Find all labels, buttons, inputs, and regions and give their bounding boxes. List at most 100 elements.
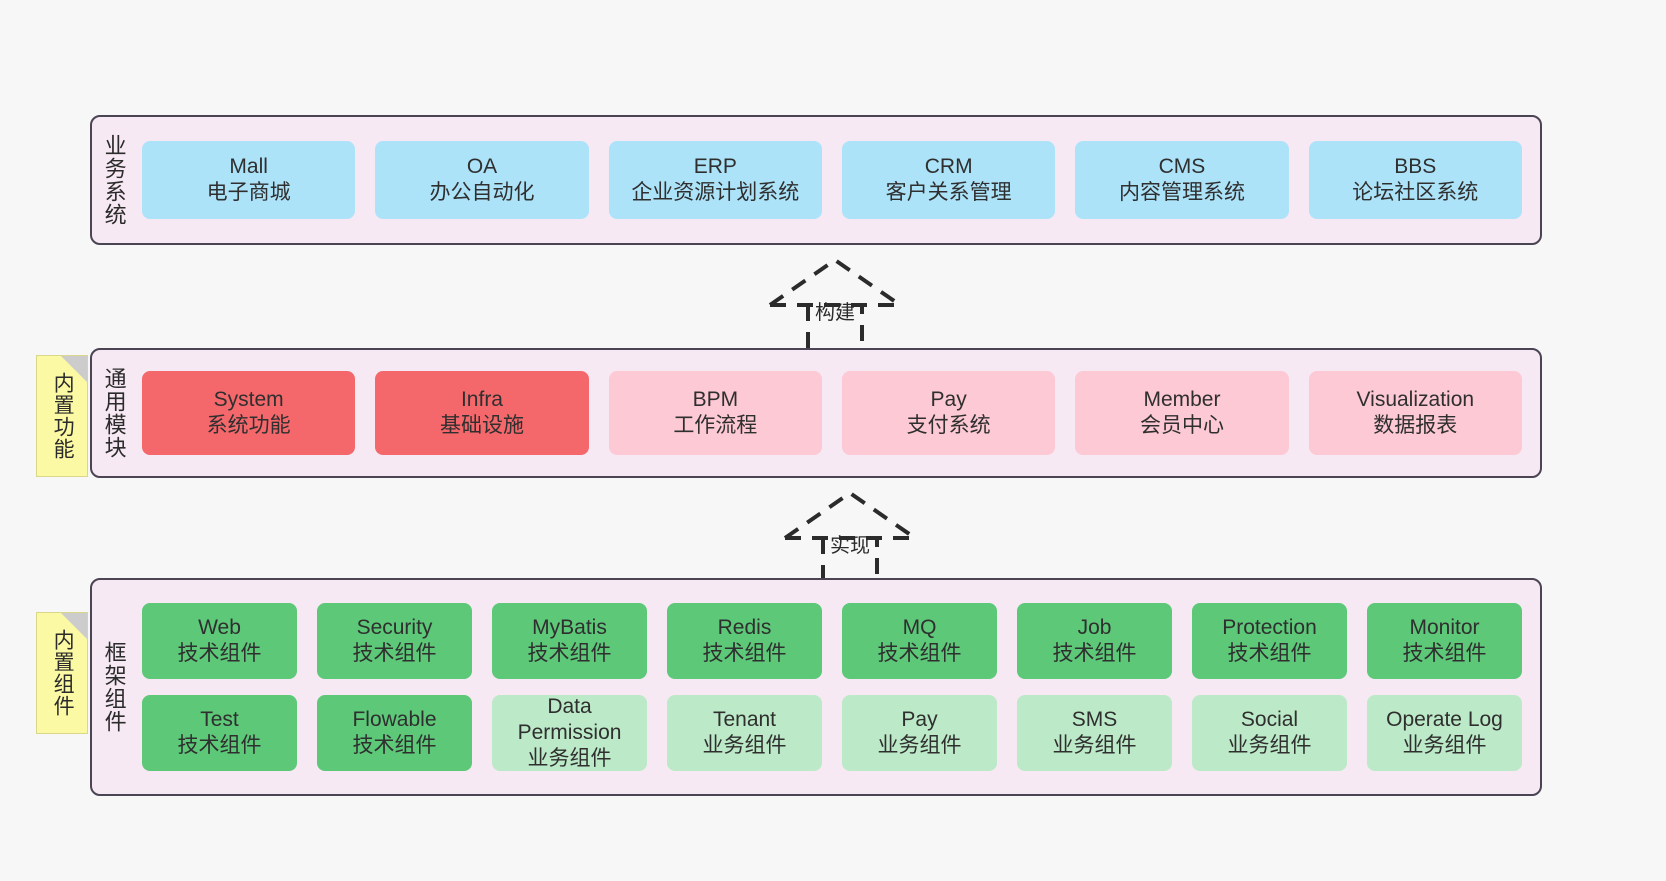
node-title: CMS [1158, 154, 1206, 178]
sticky-note-label-features: 内置功能 [51, 372, 75, 460]
tech-component-mq[interactable]: MQ 技术组件 [842, 603, 997, 679]
module-node-system[interactable]: System 系统功能 [142, 371, 356, 455]
layer-label-business: 业务系统 [101, 134, 127, 226]
generalization-arrow-build: 构建 [760, 255, 910, 350]
node-title: Infra [460, 387, 503, 411]
node-subtitle: 工作流程 [673, 414, 758, 437]
biz-component-sms[interactable]: SMS 业务组件 [1017, 695, 1172, 771]
node-subtitle: 电子商城 [206, 181, 291, 204]
node-subtitle: 技术组件 [1402, 642, 1487, 665]
biz-component-test[interactable]: Test 技术组件 [142, 695, 297, 771]
biz-node-cms[interactable]: CMS 内容管理系统 [1075, 141, 1289, 219]
module-node-visualization[interactable]: Visualization 数据报表 [1308, 371, 1522, 455]
node-title: SMS [1071, 707, 1118, 731]
generalization-arrow-implement: 实现 [775, 488, 925, 583]
node-title: Visualization [1356, 387, 1475, 411]
node-subtitle: 系统功能 [206, 414, 291, 437]
node-title: Data Permission [517, 694, 622, 744]
module-node-member[interactable]: Member 会员中心 [1075, 371, 1289, 455]
node-title: CRM [924, 154, 973, 178]
layer-label-framework: 框架组件 [101, 641, 127, 733]
node-subtitle: 技术组件 [1227, 642, 1312, 665]
node-subtitle: 会员中心 [1139, 414, 1224, 437]
tech-component-mybatis[interactable]: MyBatis 技术组件 [492, 603, 647, 679]
node-title: MyBatis [532, 615, 607, 639]
sticky-note-label-components: 内置组件 [51, 629, 75, 717]
node-subtitle: 技术组件 [352, 734, 437, 757]
biz-node-oa[interactable]: OA 办公自动化 [375, 141, 589, 219]
node-subtitle: 技术组件 [352, 642, 437, 665]
node-subtitle: 业务组件 [1227, 734, 1312, 757]
node-title: Tenant [712, 707, 777, 731]
node-title: Web [198, 615, 241, 639]
biz-component-social[interactable]: Social 业务组件 [1192, 695, 1347, 771]
node-subtitle: 技术组件 [702, 642, 787, 665]
biz-node-mall[interactable]: Mall 电子商城 [142, 141, 356, 219]
node-title: Member [1143, 387, 1221, 411]
tech-component-protection[interactable]: Protection 技术组件 [1192, 603, 1347, 679]
sticky-note-builtin-features: 内置功能 [36, 355, 88, 477]
biz-node-bbs[interactable]: BBS 论坛社区系统 [1308, 141, 1522, 219]
tech-component-redis[interactable]: Redis 技术组件 [667, 603, 822, 679]
node-subtitle: 业务组件 [527, 747, 612, 771]
biz-component-operate-log[interactable]: Operate Log 业务组件 [1367, 695, 1522, 771]
node-title: MQ [902, 615, 937, 639]
node-subtitle: 基础设施 [439, 414, 524, 437]
node-title: Mall [229, 154, 268, 178]
node-subtitle: 数据报表 [1373, 414, 1458, 437]
layer-label-modules: 通用模块 [101, 367, 127, 459]
node-title: Security [356, 615, 433, 639]
node-subtitle: 办公自动化 [429, 181, 535, 204]
node-title: OA [466, 154, 498, 178]
biz-component-data-permission[interactable]: Data Permission 业务组件 [492, 695, 647, 771]
node-subtitle: 业务组件 [1402, 734, 1487, 757]
biz-component-pay[interactable]: Pay 业务组件 [842, 695, 997, 771]
sticky-note-builtin-components: 内置组件 [36, 612, 88, 734]
node-subtitle: 业务组件 [702, 734, 787, 757]
node-title: BPM [692, 387, 739, 411]
node-title: Operate Log [1386, 707, 1503, 731]
node-title: Test [200, 707, 239, 731]
node-title: BBS [1394, 154, 1437, 178]
node-title: Pay [901, 707, 938, 731]
note-fold-icon [61, 613, 87, 639]
node-subtitle: 技术组件 [527, 642, 612, 665]
node-subtitle: 内容管理系统 [1118, 181, 1245, 204]
tech-component-security[interactable]: Security 技术组件 [317, 603, 472, 679]
node-title: Monitor [1409, 615, 1480, 639]
node-title: Social [1240, 707, 1299, 731]
node-subtitle: 技术组件 [177, 734, 262, 757]
node-title: Redis [717, 615, 772, 639]
node-subtitle: 技术组件 [877, 642, 962, 665]
node-subtitle: 支付系统 [906, 414, 991, 437]
node-subtitle: 客户关系管理 [885, 181, 1012, 204]
tech-component-monitor[interactable]: Monitor 技术组件 [1367, 603, 1522, 679]
node-subtitle: 论坛社区系统 [1352, 181, 1479, 204]
node-title: Job [1077, 615, 1112, 639]
note-fold-icon [61, 356, 87, 382]
node-title: Protection [1222, 615, 1317, 639]
node-subtitle: 业务组件 [1052, 734, 1137, 757]
biz-component-flowable[interactable]: Flowable 技术组件 [317, 695, 472, 771]
module-node-infra[interactable]: Infra 基础设施 [375, 371, 589, 455]
module-node-bpm[interactable]: BPM 工作流程 [608, 371, 822, 455]
node-title: System [213, 387, 284, 411]
biz-node-crm[interactable]: CRM 客户关系管理 [841, 141, 1056, 219]
node-title: Flowable [352, 707, 437, 731]
biz-component-tenant[interactable]: Tenant 业务组件 [667, 695, 822, 771]
node-subtitle: 业务组件 [877, 734, 962, 757]
